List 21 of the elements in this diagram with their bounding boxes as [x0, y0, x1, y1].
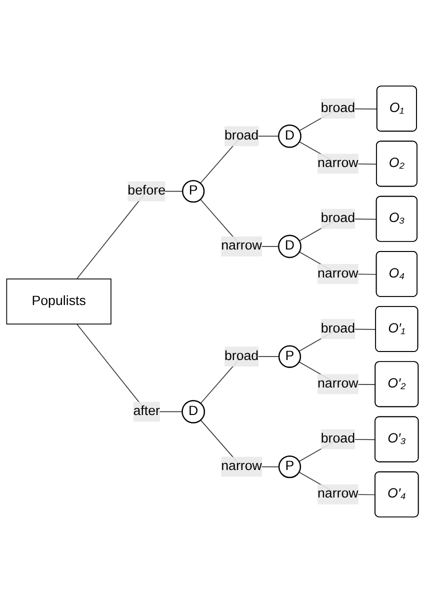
node-circle: P: [182, 180, 205, 203]
node-box: Populists: [6, 278, 112, 324]
edge-label: broad: [320, 211, 355, 226]
edge-label: after: [133, 404, 160, 418]
edge-label: narrow: [318, 266, 358, 281]
edge-label: broad: [224, 349, 259, 364]
edge-label: narrow: [221, 238, 262, 254]
edge-label: narrow: [221, 459, 262, 474]
node-circle: D: [278, 234, 302, 258]
edge-label: broad: [320, 432, 355, 446]
edge-label: narrow: [318, 376, 358, 391]
node-circle: P: [278, 455, 302, 478]
edge-label: narrow: [318, 156, 358, 170]
edge-label: before: [128, 184, 166, 198]
edge-label: broad: [320, 322, 355, 336]
node-circle: D: [278, 124, 302, 148]
edge-label: narrow: [318, 486, 358, 502]
edge-label: broad: [224, 128, 259, 143]
node-circle: D: [182, 400, 206, 424]
node-circle: P: [278, 345, 302, 368]
edge-label: broad: [320, 101, 355, 116]
